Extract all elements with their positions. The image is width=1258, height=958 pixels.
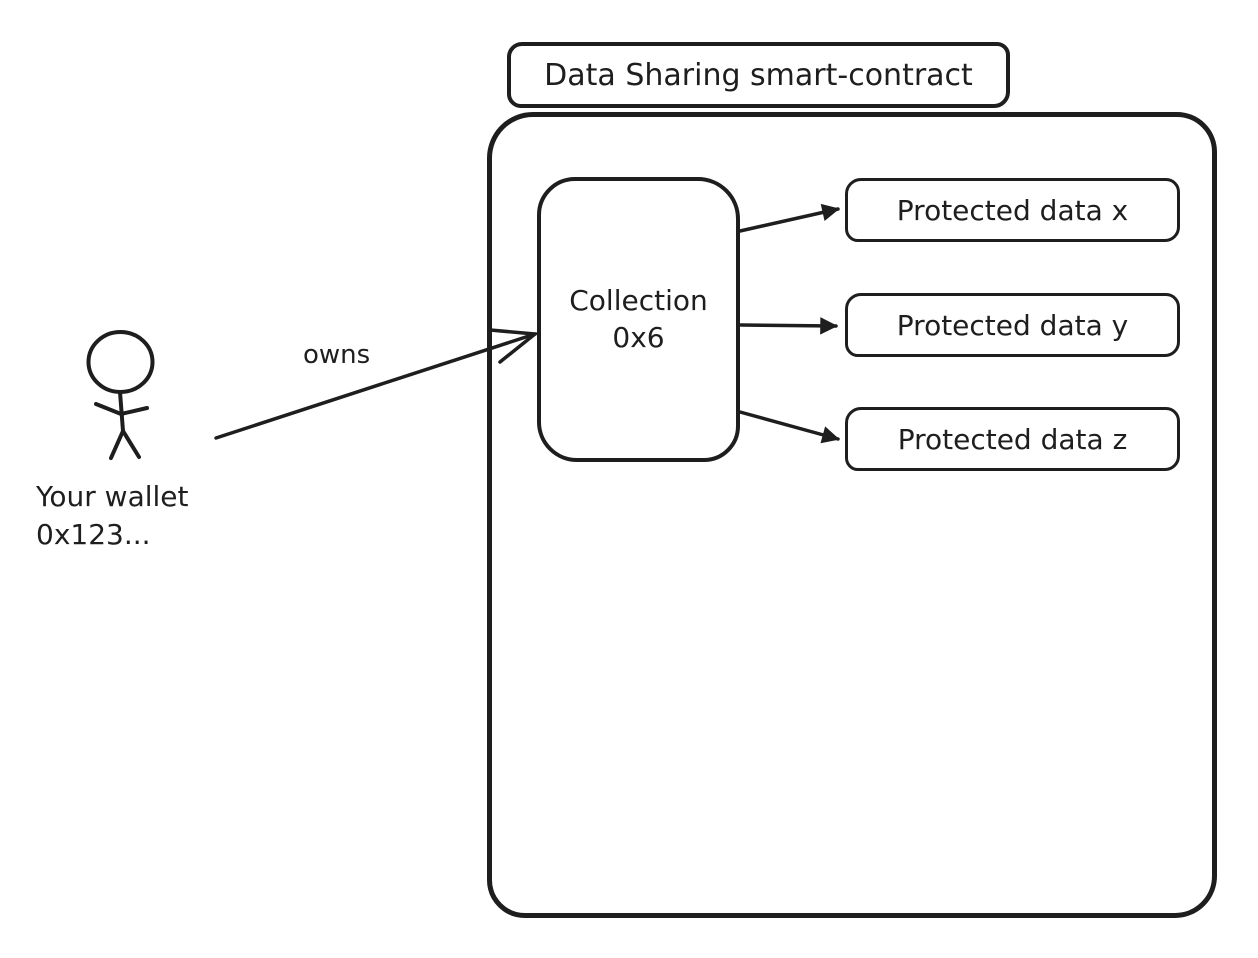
protected-data-x-box: Protected data x [845, 178, 1180, 242]
protected-data-y-label: Protected data y [896, 308, 1129, 342]
actor-label-line2: 0x123... [36, 517, 151, 551]
actor-label: Your wallet 0x123... [36, 478, 189, 553]
collection-box: Collection 0x6 [537, 177, 740, 462]
owns-label: owns [303, 340, 371, 370]
collection-label-line1: Collection [569, 284, 708, 318]
actor-label-line1: Your wallet [36, 480, 189, 513]
protected-data-x-label: Protected data x [896, 193, 1129, 227]
actor-stick-figure-icon [86, 330, 155, 460]
collection-label-line2: 0x6 [612, 320, 665, 354]
protected-data-z-box: Protected data z [845, 407, 1180, 471]
protected-data-z-label: Protected data z [897, 422, 1128, 456]
title-box: Data Sharing smart-contract [507, 42, 1010, 108]
title-label: Data Sharing smart-contract [544, 57, 973, 93]
protected-data-y-box: Protected data y [845, 293, 1180, 357]
